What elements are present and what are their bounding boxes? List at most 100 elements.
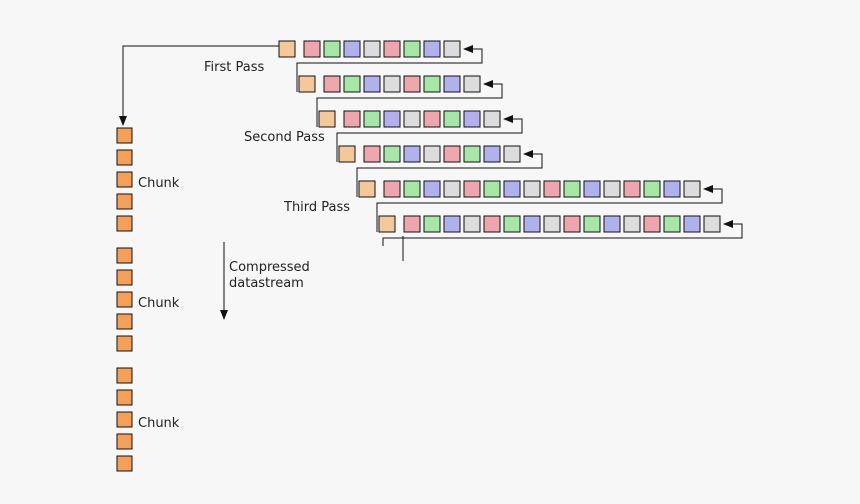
scanline-row [298,75,481,93]
pixel-cell [483,110,501,128]
pixel-cell [363,110,381,128]
chunk-block [116,367,133,384]
pixel-cell [523,215,541,233]
return-arrow [376,185,723,210]
scanline-rows [278,40,721,233]
chunk-block [116,269,133,286]
pixel-cell [703,215,721,233]
connector-lines [119,45,743,261]
chunk-block [116,171,133,188]
datastream-entry-arrow [119,45,279,126]
chunk-block [116,455,133,472]
third-pass-label: Third Pass [283,200,350,215]
pixel-cell [443,40,461,58]
return-arrow [382,220,743,246]
pixel-cell [403,145,421,163]
pixel-cell [503,215,521,233]
pixel-cell [583,215,601,233]
pixel-cell [383,40,401,58]
pixel-cell [403,75,421,93]
filter-byte [318,110,336,128]
return-arrow [316,80,503,105]
chunk-block [116,389,133,406]
pixel-cell [663,215,681,233]
first-pass-label: First Pass [204,60,264,75]
pixel-cell [363,75,381,93]
second-pass-label: Second Pass [244,130,325,145]
chunk-block [116,411,133,428]
pixel-cell [483,145,501,163]
pixel-cell [463,145,481,163]
return-arrow [296,45,483,70]
pixel-cell [383,110,401,128]
pixel-cell [443,180,461,198]
pixel-cell [583,180,601,198]
pixel-cell [343,110,361,128]
chunk-label-1: Chunk [138,176,180,191]
pixel-cell [303,40,321,58]
pixel-cell [563,215,581,233]
pixel-cell [423,75,441,93]
chunk-group [116,247,133,352]
pixel-cell [423,145,441,163]
chunk-label-2: Chunk [138,296,180,311]
pixel-cell [423,40,441,58]
filter-byte [298,75,316,93]
pixel-cell [463,215,481,233]
pixel-cell [423,110,441,128]
pixel-cell [483,215,501,233]
return-arrow [356,150,543,175]
pixel-cell [403,180,421,198]
pixel-cell [543,215,561,233]
chunk-label-3: Chunk [138,416,180,431]
pixel-cell [463,75,481,93]
pixel-cell [643,180,661,198]
pixel-cell [603,180,621,198]
scanline-row [338,145,521,163]
chunk-group [116,367,133,472]
filter-byte [378,215,396,233]
pixel-cell [403,40,421,58]
pixel-cell [363,145,381,163]
pixel-cell [383,145,401,163]
pixel-cell [683,215,701,233]
scanline-row [278,40,461,58]
pixel-cell [603,215,621,233]
pixel-cell [643,215,661,233]
pixel-cell [383,75,401,93]
pixel-cell [443,145,461,163]
scanline-row [358,180,701,198]
chunk-block [116,215,133,232]
pixel-cell [443,215,461,233]
pixel-cell [623,180,641,198]
scanline-row [378,215,721,233]
pixel-cell [423,215,441,233]
compressed-label: Compressed [229,260,310,275]
filter-byte [278,40,296,58]
pixel-cell [683,180,701,198]
chunk-block [116,291,133,308]
pixel-cell [443,75,461,93]
pixel-cell [483,180,501,198]
pixel-cell [323,40,341,58]
chunk-block [116,247,133,264]
pixel-cell [563,180,581,198]
pixel-cell [463,110,481,128]
pixel-cell [663,180,681,198]
pixel-cell [543,180,561,198]
chunk-block [116,313,133,330]
chunk-group [116,127,133,232]
pixel-cell [523,180,541,198]
chunk-block [116,433,133,450]
chunk-block [116,149,133,166]
filter-byte [358,180,376,198]
scanline-row [318,110,501,128]
pixel-cell [403,110,421,128]
pixel-cell [623,215,641,233]
return-arrow [336,115,523,140]
pixel-cell [463,180,481,198]
pixel-cell [343,75,361,93]
chunk-block [116,127,133,144]
pixel-cell [323,75,341,93]
datastream-label: datastream [229,276,304,291]
